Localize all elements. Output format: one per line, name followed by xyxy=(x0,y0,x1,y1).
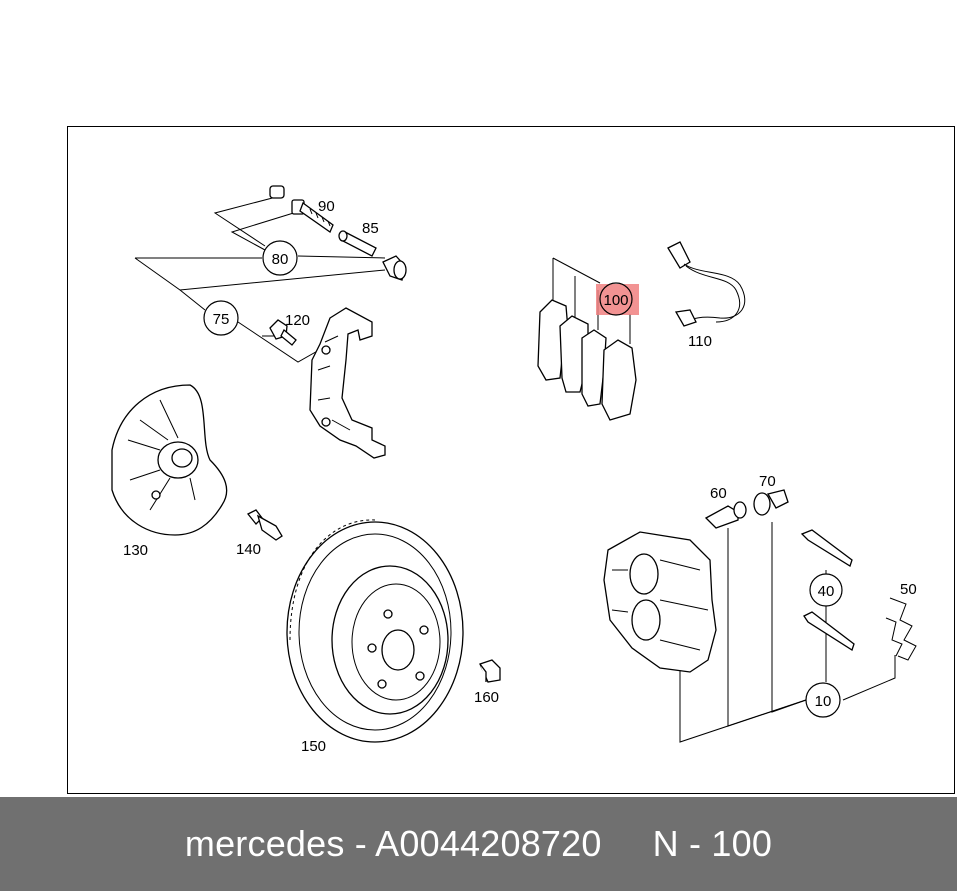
sleeve-part-80 xyxy=(382,255,407,281)
spring-part-50 xyxy=(885,597,917,661)
footer-caption: mercedes - A0044208720 N - 100 xyxy=(185,823,772,865)
callout-90: 90 xyxy=(318,198,335,215)
caliper-bracket xyxy=(309,307,386,459)
callout-100: 100 xyxy=(603,292,628,309)
part-number: A0044208720 xyxy=(375,823,602,864)
callout-85: 85 xyxy=(362,220,379,237)
bolt-part-160 xyxy=(479,659,501,683)
bolt-part-90 xyxy=(269,185,334,233)
bolt-part-140 xyxy=(246,509,283,541)
spacer xyxy=(602,823,653,864)
bleeder-part-60 xyxy=(704,501,747,529)
callout-number: 100 xyxy=(711,823,773,864)
callout-40: 40 xyxy=(818,583,835,600)
wear-sensor-110 xyxy=(667,241,746,327)
callout-circles xyxy=(203,240,843,718)
callout-50: 50 xyxy=(900,581,917,598)
bushing-part-85 xyxy=(338,230,377,257)
leader-lines xyxy=(134,195,896,743)
callout-150: 150 xyxy=(301,738,326,755)
callout-140: 140 xyxy=(236,541,261,558)
brake-caliper xyxy=(603,531,717,673)
callout-110: 110 xyxy=(688,333,712,350)
splash-shield xyxy=(111,384,228,536)
separator: - xyxy=(678,823,712,864)
callout-10: 10 xyxy=(815,693,832,710)
callout-prefix: N xyxy=(652,823,679,864)
brand-name: mercedes xyxy=(184,823,345,864)
footer-bar: mercedes - A0044208720 N - 100 xyxy=(0,797,957,891)
cap-part-70 xyxy=(753,489,789,516)
callout-70: 70 xyxy=(759,473,776,490)
callout-75: 75 xyxy=(213,311,230,328)
brake-pad-set xyxy=(537,299,637,421)
callout-130: 130 xyxy=(123,542,148,559)
callout-60: 60 xyxy=(710,485,727,502)
bolt-part-120 xyxy=(269,319,297,346)
separator: - xyxy=(344,823,376,864)
pin-part-40 xyxy=(800,529,855,651)
callout-120: 120 xyxy=(285,312,310,329)
callout-160: 160 xyxy=(474,689,499,706)
callout-80: 80 xyxy=(272,251,289,268)
diagram-frame xyxy=(67,126,955,794)
brake-disc xyxy=(286,519,464,743)
